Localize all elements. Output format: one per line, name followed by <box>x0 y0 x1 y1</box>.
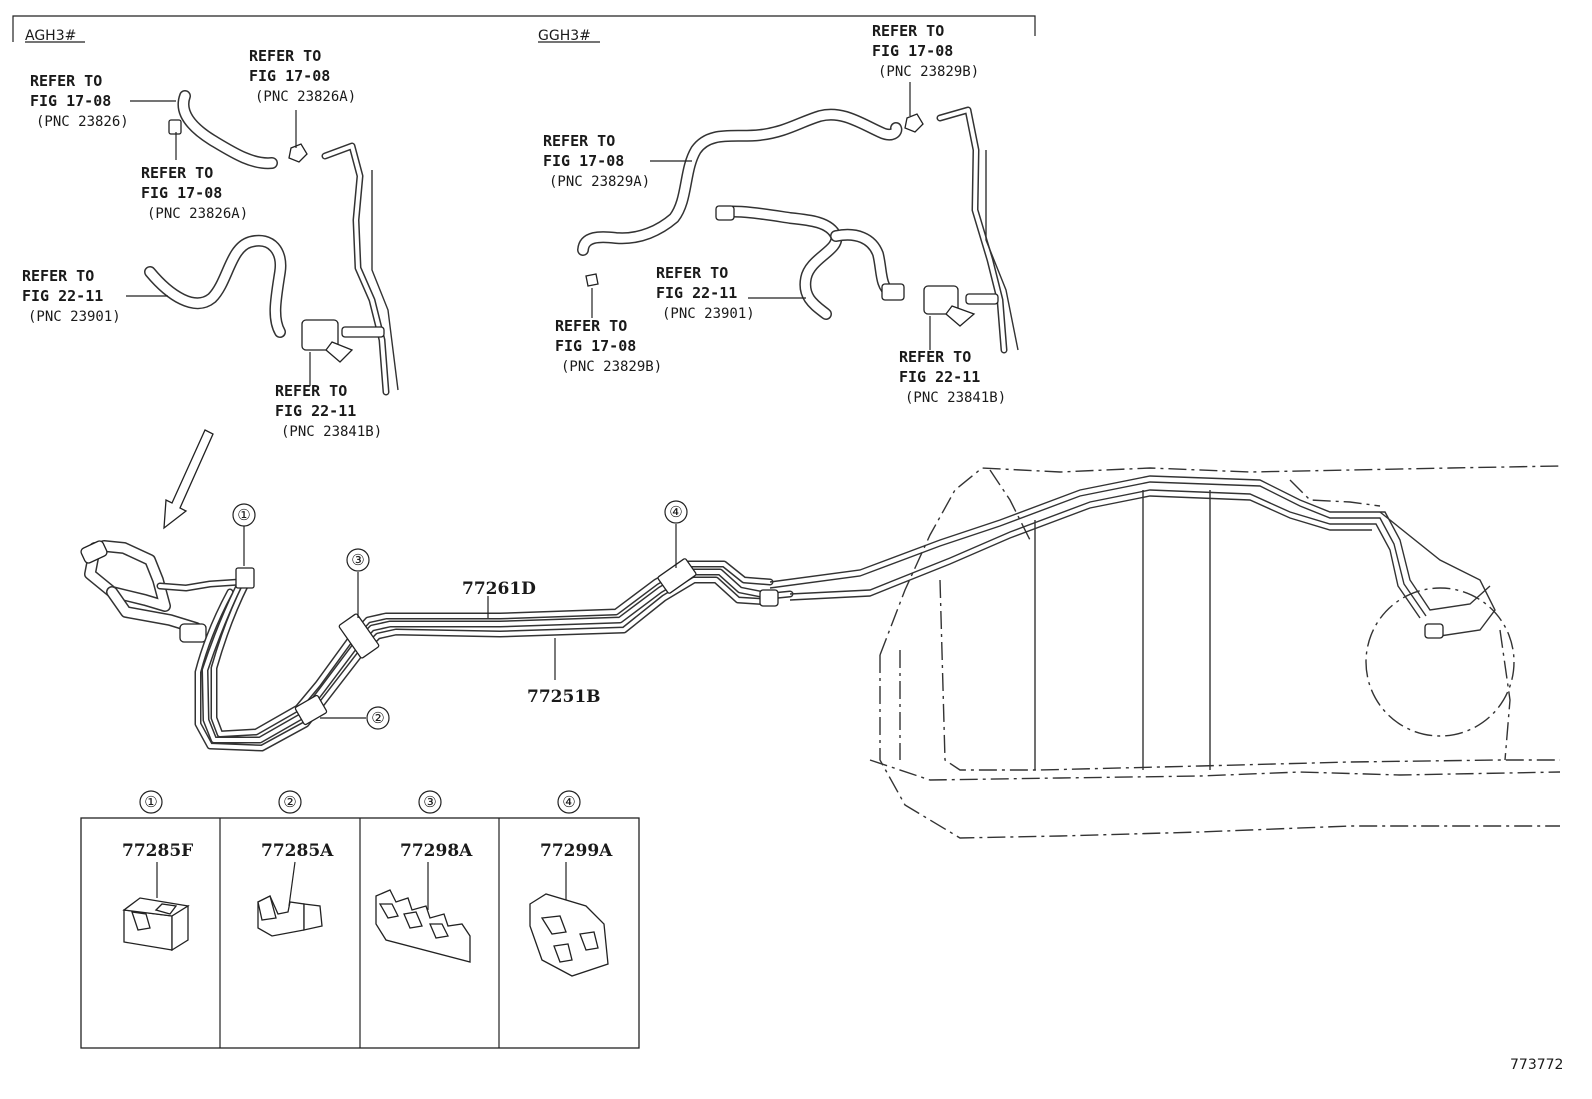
callout-agh3-pnc23841b: REFER TO FIG 22-11 (PNC 23841B) <box>275 382 382 440</box>
clamp-77285a-icon <box>257 861 323 937</box>
svg-text:FIG 22-11: FIG 22-11 <box>899 368 980 386</box>
callout-ggh3-pnc23829a: REFER TO FIG 17-08 (PNC 23829A) <box>543 132 650 190</box>
callout-agh3-pnc23826a-top: REFER TO FIG 17-08 (PNC 23826A) <box>249 47 356 105</box>
svg-text:(PNC 23901): (PNC 23901) <box>28 309 121 325</box>
legend-marker-4: ④ <box>557 790 581 814</box>
svg-text:REFER TO: REFER TO <box>555 317 627 335</box>
clamp-77299a-icon <box>529 862 609 977</box>
svg-text:④: ④ <box>669 503 682 521</box>
callout-ggh3-pnc23841b: REFER TO FIG 22-11 (PNC 23841B) <box>899 348 1006 406</box>
svg-text:④: ④ <box>562 793 575 811</box>
fuel-tank-outline <box>869 465 1561 839</box>
clamp-77285f-icon <box>122 862 190 952</box>
svg-text:REFER TO: REFER TO <box>872 22 944 40</box>
svg-text:FIG 17-08: FIG 17-08 <box>543 152 624 170</box>
part-number-lower-pipe: 77251B <box>527 687 601 707</box>
part-number-upper-pipe: 77261D <box>462 579 536 599</box>
legend-part-77285a: 77285A <box>261 841 334 861</box>
legend-marker-3: ③ <box>418 790 442 814</box>
illustration-number: 773772 <box>1510 1057 1563 1073</box>
callout-ggh3-pnc23901: REFER TO FIG 22-11 (PNC 23901) <box>656 264 755 322</box>
svg-text:REFER TO: REFER TO <box>249 47 321 65</box>
callout-agh3-pnc23826: REFER TO FIG 17-08 (PNC 23826) <box>30 72 129 130</box>
svg-text:FIG 17-08: FIG 17-08 <box>249 67 330 85</box>
svg-text:REFER TO: REFER TO <box>22 267 94 285</box>
svg-text:FIG 17-08: FIG 17-08 <box>872 42 953 60</box>
ggh3-detail-drawing <box>577 106 1019 354</box>
svg-text:(PNC 23826): (PNC 23826) <box>36 114 129 130</box>
legend-marker-2: ② <box>278 790 302 814</box>
clamp-4 <box>657 558 697 594</box>
svg-text:REFER TO: REFER TO <box>275 382 347 400</box>
svg-text:FIG 17-08: FIG 17-08 <box>141 184 222 202</box>
legend-marker-1: ① <box>139 790 163 814</box>
svg-text:②: ② <box>371 709 384 727</box>
clamp-1 <box>235 567 255 589</box>
svg-text:REFER TO: REFER TO <box>543 132 615 150</box>
svg-text:REFER TO: REFER TO <box>30 72 102 90</box>
agh3-detail-drawing <box>144 90 399 396</box>
svg-text:REFER TO: REFER TO <box>656 264 728 282</box>
svg-text:(PNC 23829A): (PNC 23829A) <box>549 174 650 190</box>
svg-text:②: ② <box>283 793 296 811</box>
variant-bracket <box>12 15 1036 43</box>
detail-arrow-icon <box>163 429 214 530</box>
callout-agh3-pnc23901: REFER TO FIG 22-11 (PNC 23901) <box>22 267 121 325</box>
svg-text:(PNC 23829B): (PNC 23829B) <box>561 359 662 375</box>
svg-text:(PNC 23829B): (PNC 23829B) <box>878 64 979 80</box>
fuel-pipe-assembly <box>80 475 1496 752</box>
variant-header-agh3: AGH3# <box>25 28 76 44</box>
callout-ggh3-pnc23829b-bottom: REFER TO FIG 17-08 (PNC 23829B) <box>555 317 662 375</box>
legend-part-77298a: 77298A <box>400 841 473 861</box>
clamp-2 <box>294 694 328 726</box>
legend-part-77299a: 77299A <box>540 841 613 861</box>
svg-text:FIG 22-11: FIG 22-11 <box>275 402 356 420</box>
legend-part-77285f: 77285F <box>122 841 193 861</box>
clamp-77298a-icon <box>375 862 471 963</box>
clamp-legend-table: ① ② ③ ④ 77285F 77285A 77298A 77299A <box>80 790 640 1049</box>
marker-2-callout: ② <box>320 706 390 730</box>
ggh3-leaders <box>591 82 931 350</box>
clamp-3 <box>338 613 380 659</box>
marker-1-callout: ① <box>232 503 256 566</box>
svg-text:FIG 17-08: FIG 17-08 <box>30 92 111 110</box>
svg-text:REFER TO: REFER TO <box>141 164 213 182</box>
svg-text:FIG 22-11: FIG 22-11 <box>656 284 737 302</box>
callout-ggh3-pnc23829b-top: REFER TO FIG 17-08 (PNC 23829B) <box>872 22 979 80</box>
svg-text:③: ③ <box>351 551 364 569</box>
svg-text:FIG 17-08: FIG 17-08 <box>555 337 636 355</box>
variant-header-ggh3: GGH3# <box>538 28 591 44</box>
marker-3-callout: ③ <box>346 548 370 618</box>
svg-text:③: ③ <box>423 793 436 811</box>
svg-text:①: ① <box>144 793 157 811</box>
svg-text:①: ① <box>237 506 250 524</box>
svg-text:FIG 22-11: FIG 22-11 <box>22 287 103 305</box>
svg-text:(PNC 23826A): (PNC 23826A) <box>147 206 248 222</box>
svg-text:REFER TO: REFER TO <box>899 348 971 366</box>
svg-text:(PNC 23901): (PNC 23901) <box>662 306 755 322</box>
svg-text:(PNC 23826A): (PNC 23826A) <box>255 89 356 105</box>
marker-4-callout: ④ <box>664 500 688 568</box>
svg-text:(PNC 23841B): (PNC 23841B) <box>281 424 382 440</box>
callout-agh3-pnc23826a-mid: REFER TO FIG 17-08 (PNC 23826A) <box>141 164 248 222</box>
svg-text:(PNC 23841B): (PNC 23841B) <box>905 390 1006 406</box>
agh3-leaders <box>126 100 311 386</box>
